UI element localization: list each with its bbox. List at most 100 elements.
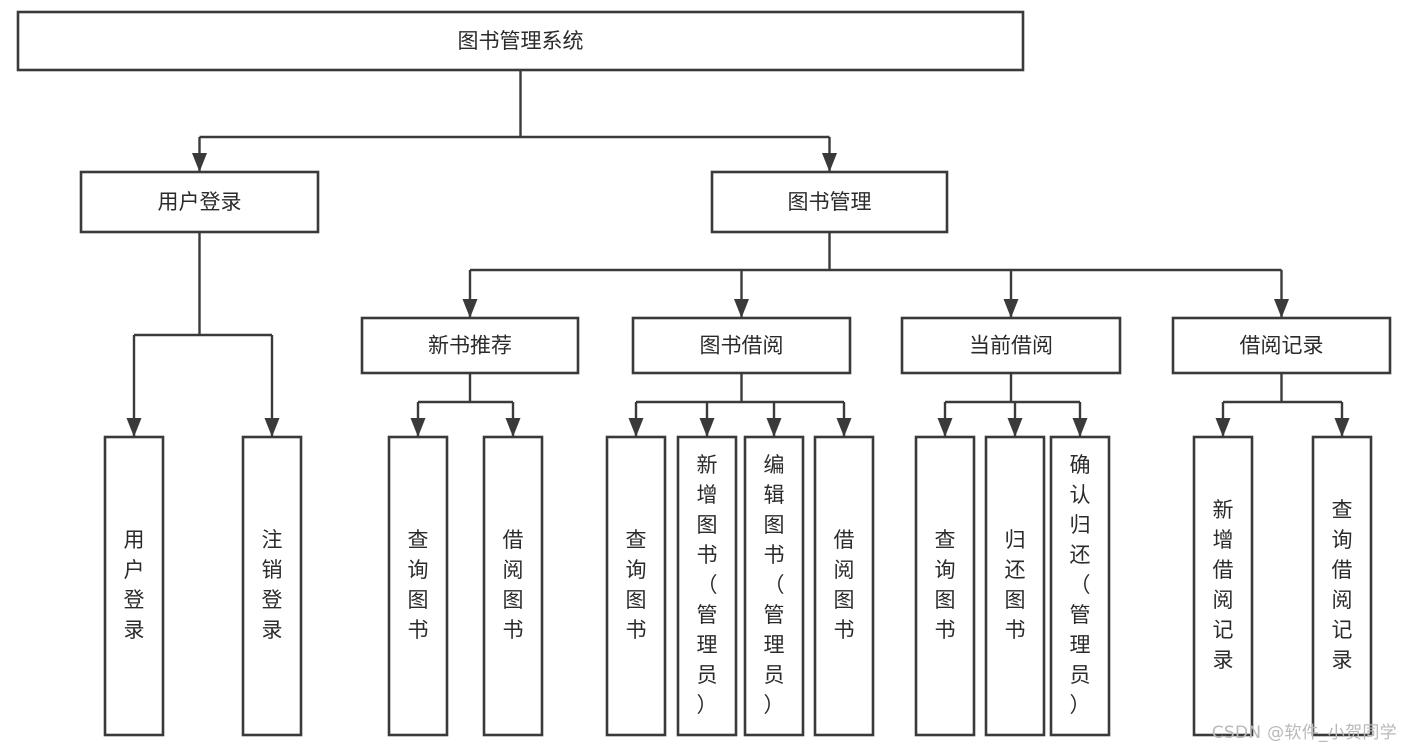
node-book-management[interactable]: 图书管理 bbox=[710, 170, 949, 234]
connector-current-borrow-to-leaves bbox=[937, 373, 1088, 437]
node-label-char: ） bbox=[1070, 693, 1091, 717]
node-label-char: 归 bbox=[1070, 513, 1091, 537]
node-label-char: 书 bbox=[626, 618, 647, 642]
node-root[interactable]: 图书管理系统 bbox=[16, 10, 1025, 72]
node-label-char: 认 bbox=[1070, 483, 1091, 507]
node-book-borrow[interactable]: 图书借阅 bbox=[631, 316, 852, 375]
node-label-char: 询 bbox=[408, 558, 429, 582]
node-label-char: 记 bbox=[1213, 618, 1234, 642]
node-label-char: 增 bbox=[697, 483, 718, 507]
node-label-char: 阅 bbox=[1332, 588, 1353, 612]
node-label-user-login: 用户登录 bbox=[158, 190, 242, 214]
node-label-char: 书 bbox=[1005, 618, 1026, 642]
node-label-char: 户 bbox=[124, 558, 145, 582]
node-label-char: 借 bbox=[503, 528, 524, 552]
node-label-char: 归 bbox=[1005, 528, 1026, 552]
arrow-head-icon bbox=[1072, 418, 1088, 437]
arrow-head-icon bbox=[264, 418, 280, 437]
node-new-book-recommend[interactable]: 新书推荐 bbox=[360, 316, 580, 375]
node-label-char: 理 bbox=[697, 633, 718, 657]
arrow-head-icon bbox=[734, 299, 749, 318]
arrow-head-icon bbox=[1007, 418, 1023, 437]
connector-book-borrow-to-leaves bbox=[628, 373, 852, 437]
node-label-char: （ bbox=[1070, 573, 1091, 597]
node-box-new-book-recommend bbox=[360, 316, 580, 375]
arrow-head-icon bbox=[822, 153, 837, 172]
node-label-char: 登 bbox=[124, 588, 145, 612]
node-label-char: 辑 bbox=[764, 483, 785, 507]
arrow-head-icon bbox=[1334, 418, 1350, 437]
node-label-char: 员 bbox=[1070, 663, 1091, 687]
node-borrow-record[interactable]: 借阅记录 bbox=[1171, 316, 1392, 375]
node-box-borrow-record bbox=[1171, 316, 1392, 375]
node-label-root: 图书管理系统 bbox=[458, 29, 584, 53]
node-label-char: 询 bbox=[626, 558, 647, 582]
arrow-head-icon bbox=[462, 299, 478, 318]
arrow-head-icon bbox=[628, 418, 644, 437]
node-label-char: 书 bbox=[697, 543, 718, 567]
node-label-char: 登 bbox=[262, 588, 283, 612]
node-box-leaf-borrow-book-recommend bbox=[482, 435, 544, 737]
node-label-char: 借 bbox=[834, 528, 855, 552]
node-label-char: 阅 bbox=[834, 558, 855, 582]
node-label-char: 书 bbox=[935, 618, 956, 642]
connector-root-to-level2 bbox=[192, 70, 837, 172]
node-label-char: 用 bbox=[124, 528, 145, 552]
node-label-char: 录 bbox=[1332, 648, 1353, 672]
arrow-head-icon bbox=[699, 418, 715, 437]
node-label-current-borrow: 当前借阅 bbox=[969, 334, 1053, 358]
arrow-head-icon bbox=[410, 418, 426, 437]
node-label-char: 理 bbox=[764, 633, 785, 657]
arrow-head-icon bbox=[505, 418, 521, 437]
node-label-char: 查 bbox=[408, 528, 429, 552]
node-label-char: 确 bbox=[1070, 453, 1091, 477]
node-label-char: 管 bbox=[1070, 603, 1091, 627]
node-label-char: 图 bbox=[764, 513, 785, 537]
node-label-char: 阅 bbox=[503, 558, 524, 582]
arrow-head-icon bbox=[1003, 299, 1019, 318]
node-label-char: 增 bbox=[1213, 528, 1234, 552]
node-box-user-login bbox=[79, 170, 320, 234]
node-label-char: 录 bbox=[262, 618, 283, 642]
arrow-head-icon bbox=[1274, 299, 1289, 318]
node-box-current-borrow bbox=[900, 316, 1122, 375]
arrow-head-icon bbox=[1215, 418, 1231, 437]
node-label-char: 书 bbox=[503, 618, 524, 642]
node-label-char: 阅 bbox=[1213, 588, 1234, 612]
node-box-leaf-query-book-borrow bbox=[605, 435, 667, 737]
node-box-root bbox=[16, 10, 1025, 72]
node-current-borrow[interactable]: 当前借阅 bbox=[900, 316, 1122, 375]
node-box-leaf-borrow-book bbox=[813, 435, 875, 737]
node-label-char: 销 bbox=[262, 558, 283, 582]
node-label-char: 录 bbox=[1213, 648, 1234, 672]
node-leaf-user-login[interactable]: 用户登录 bbox=[103, 435, 165, 737]
arrow-head-icon bbox=[836, 418, 852, 437]
node-label-borrow-record: 借阅记录 bbox=[1240, 334, 1324, 358]
connector-new-book-recommend-to-leaves bbox=[410, 373, 521, 437]
node-user-login[interactable]: 用户登录 bbox=[79, 170, 320, 234]
node-label-book-borrow: 图书借阅 bbox=[700, 334, 784, 358]
node-label-char: 借 bbox=[1213, 558, 1234, 582]
node-box-leaf-user-login bbox=[103, 435, 165, 737]
node-box-leaf-query-book-current bbox=[914, 435, 976, 737]
node-label-char: 新 bbox=[697, 453, 718, 477]
node-box-book-borrow bbox=[631, 316, 852, 375]
node-label-char: 图 bbox=[935, 588, 956, 612]
arrow-head-icon bbox=[766, 418, 782, 437]
node-box-leaf-return-book bbox=[984, 435, 1046, 737]
node-label-char: 新 bbox=[1213, 498, 1234, 522]
